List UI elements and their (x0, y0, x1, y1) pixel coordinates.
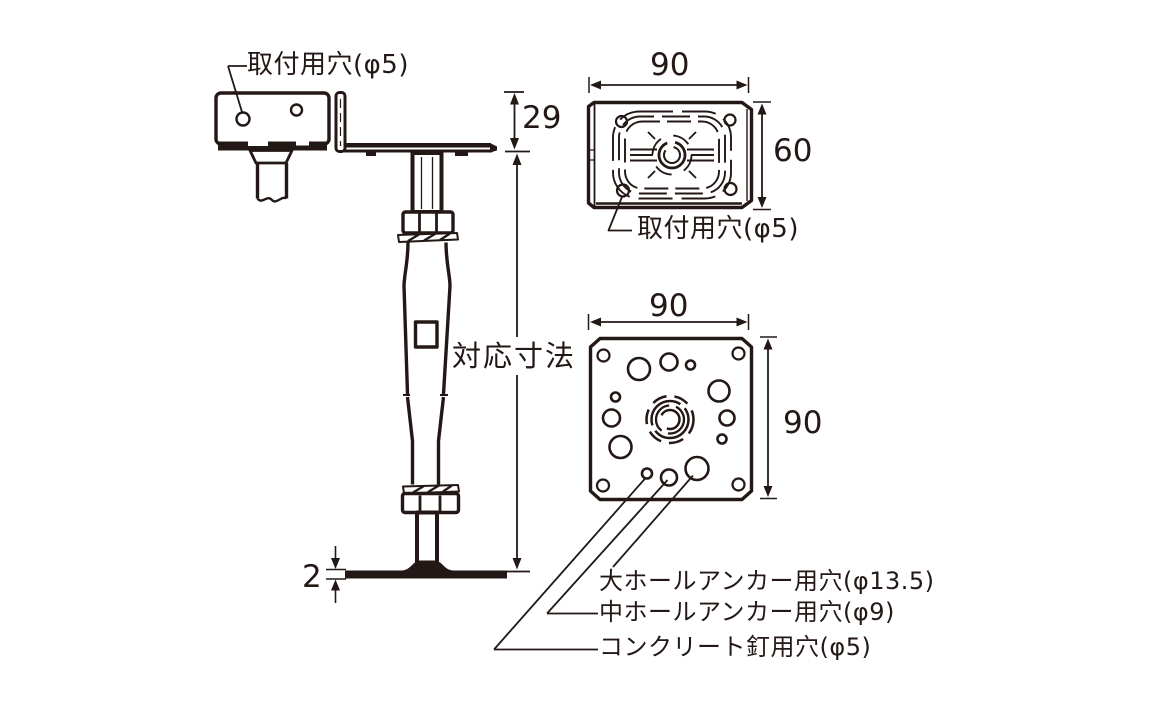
medium-hole-anchor-label: 中ホールアンカー用穴(φ9) (599, 598, 895, 626)
mounting-hole-front-label: 取付用穴(φ5) (247, 50, 409, 80)
top-plate-hole-leader-line (607, 196, 632, 232)
dim-60-top-plate (753, 101, 771, 211)
base-plate-width-value: 90 (649, 288, 689, 324)
base-plate-view (588, 336, 754, 502)
large-hole-anchor-label: 大ホールアンカー用穴(φ13.5) (599, 567, 935, 595)
top-plate-view (586, 100, 754, 232)
front-mounting-holes (235, 103, 304, 127)
dim-height-range (505, 150, 530, 573)
base-plate-corner-holes (595, 346, 746, 493)
side-view-post (334, 91, 507, 579)
front-hole-leader-line (227, 65, 247, 113)
base-plate-anchor-holes (601, 352, 736, 487)
hole-callout-leader-lines (493, 474, 694, 651)
top-plate-embossing (612, 110, 732, 200)
dim-29 (504, 91, 524, 150)
base-plate-thickness-value: 2 (302, 559, 322, 595)
top-plate-depth-value: 60 (773, 133, 813, 169)
base-plate-height-value: 90 (783, 405, 823, 441)
dim-base-thickness (326, 546, 346, 603)
dim-29-value: 29 (522, 100, 562, 136)
dim-90-base-width (587, 314, 750, 330)
dim-90-top-plate (588, 77, 750, 93)
concrete-nail-hole-label: コンクリート釘用穴(φ5) (599, 633, 872, 661)
front-view-bracket (214, 65, 331, 203)
height-range-label: 対応寸法 (452, 339, 577, 373)
dim-90-base-height (760, 336, 777, 500)
base-plate-side-view (345, 561, 507, 579)
top-plate-width-value: 90 (650, 47, 690, 83)
front-bracket-bottom-flange (218, 141, 327, 151)
base-plate-center-post-pattern (645, 394, 695, 445)
mounting-hole-top-plate-label: 取付用穴(φ5) (637, 214, 799, 244)
